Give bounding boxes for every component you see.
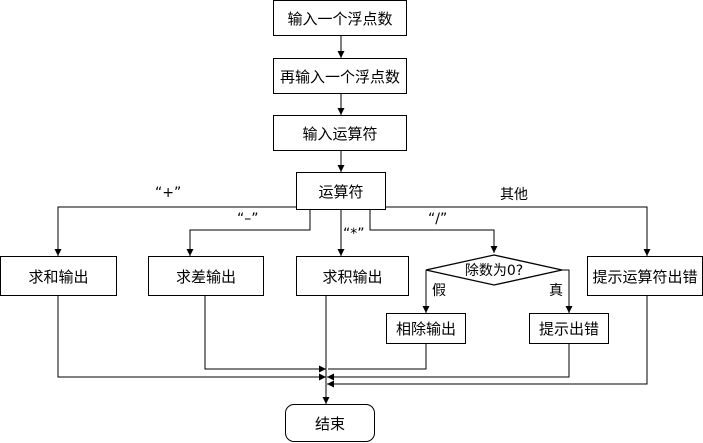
edge-label-times: “*” <box>343 226 365 242</box>
branch-line-other <box>386 206 651 256</box>
merge-line-other <box>327 296 648 388</box>
node-diff-output-label: 求差输出 <box>175 267 236 286</box>
node-operator: 运算符 <box>296 172 386 210</box>
node-input-second-float-label: 再输入一个浮点数 <box>279 67 400 86</box>
edge-label-other: 其他 <box>500 187 528 203</box>
edge-label-plus: “+” <box>155 185 182 201</box>
node-end: 结束 <box>285 404 375 442</box>
node-error-prompt: 提示出错 <box>529 313 609 344</box>
branch-line-true <box>562 269 573 313</box>
edge-label-false: 假 <box>432 283 446 299</box>
node-input-second-float: 再输入一个浮点数 <box>273 58 407 94</box>
branch-line-slash <box>369 210 498 253</box>
node-sum-output-label: 求和输出 <box>28 267 89 286</box>
edge-label-minus: “–” <box>237 211 259 227</box>
node-divide-output: 相除输出 <box>386 313 466 344</box>
node-input-first-float-label: 输入一个浮点数 <box>287 9 393 28</box>
node-input-first-float: 输入一个浮点数 <box>273 0 407 36</box>
node-product-output-label: 求积输出 <box>322 267 383 286</box>
node-sum-output: 求和输出 <box>0 256 117 296</box>
branch-line-plus <box>54 206 296 256</box>
decision-diamond <box>425 254 563 286</box>
edge-label-true: 真 <box>549 283 563 299</box>
node-operator-error-label: 提示运算符出错 <box>592 267 698 286</box>
decision-divisor-zero-label: 除数为0? <box>464 263 524 279</box>
node-end-label: 结束 <box>314 414 345 433</box>
merge-line-sum <box>57 296 326 381</box>
node-error-prompt-label: 提示出错 <box>538 320 599 338</box>
merge-line-error <box>327 344 570 381</box>
node-operator-label: 运算符 <box>318 182 364 201</box>
node-operator-error: 提示运算符出错 <box>587 256 703 296</box>
node-input-operator: 输入运算符 <box>273 115 407 151</box>
node-product-output: 求积输出 <box>296 256 409 296</box>
edge-label-slash: “/” <box>428 211 448 227</box>
node-diff-output: 求差输出 <box>148 256 264 296</box>
merge-line-diff <box>204 296 326 373</box>
decision-divisor-zero: 除数为0? <box>426 255 562 285</box>
merge-line-divide <box>328 344 427 370</box>
branch-line-minus <box>186 210 311 256</box>
node-input-operator-label: 输入运算符 <box>302 124 378 143</box>
node-divide-output-label: 相除输出 <box>395 320 456 338</box>
